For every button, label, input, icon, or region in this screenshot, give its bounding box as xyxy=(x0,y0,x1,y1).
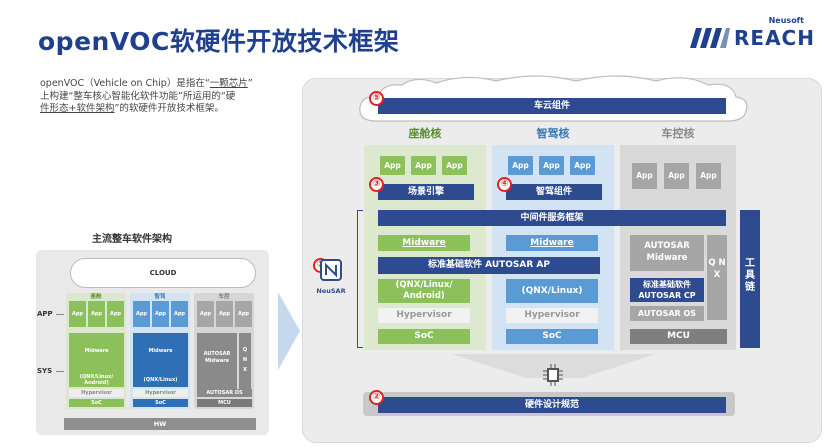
small-row-sys: SYS xyxy=(37,367,53,375)
intro-line1u: 一颗芯片 xyxy=(209,78,248,89)
small-hw: HW xyxy=(64,418,256,430)
small-row-app-tick xyxy=(56,314,64,315)
small-col-ctrl-label: 车控 xyxy=(218,294,230,300)
cockpit-app: App xyxy=(442,156,467,175)
cockpit-app: App xyxy=(411,156,436,175)
small-qnx-linux: (QNX/Linux) xyxy=(133,373,188,387)
ad-app: App xyxy=(539,156,564,175)
ad-label: 智驾核 xyxy=(536,127,570,140)
autosar-ap-bar: 标准基础软件 AUTOSAR AP xyxy=(378,257,600,274)
small-cloud: CLOUD xyxy=(70,258,256,288)
ctrl-mcu: MCU xyxy=(630,329,727,344)
logo-brand: Neusoft xyxy=(768,16,804,25)
ad-app: App xyxy=(570,156,595,175)
ctrl-column: 车控核 App App App AUTOSAR Midware 标准基础软件 A… xyxy=(620,127,736,350)
small-mcu: MCU xyxy=(197,399,252,407)
small-app: App xyxy=(88,301,105,327)
funnel-shape xyxy=(452,354,656,378)
page-title: openVOC软硬件开放技术框架 xyxy=(38,27,400,56)
intro-line2a: 上构建“整车核心智能化软件功能”所运用的“ xyxy=(40,90,226,102)
small-app: App xyxy=(152,301,169,327)
small-cloud-label: CLOUD xyxy=(149,269,177,277)
small-col-cockpit: 座舱 App App App Midware (QNX/Linux/ Andro… xyxy=(66,293,126,409)
ad-column: 智驾核 App App App Midware (QNX/Linux) Hype… xyxy=(492,127,614,350)
small-n: N xyxy=(242,357,248,363)
small-hypervisor: Hypervisor xyxy=(69,389,124,397)
small-col-ad-label: 智驾 xyxy=(154,294,166,300)
cockpit-qnx-android: (QNX/Linux/ Android) xyxy=(378,279,470,303)
small-autosar-os: AUTOSAR OS xyxy=(197,389,252,397)
intro-line1b: ” xyxy=(247,78,253,89)
badge-3: ③ xyxy=(369,177,384,192)
small-app: App xyxy=(216,301,233,327)
small-autosar-midware: AUTOSAR Midware xyxy=(197,333,237,389)
logo-stripes-icon xyxy=(690,28,730,48)
small-app: App xyxy=(133,301,150,327)
small-soc: SoC xyxy=(133,399,188,407)
intro-line2b: 硬 xyxy=(225,90,236,102)
cockpit-soc: SoC xyxy=(378,329,470,344)
small-midware: Midware xyxy=(69,333,124,375)
ad-qnx-linux: (QNX/Linux) xyxy=(506,279,598,303)
ad-midware: Midware xyxy=(506,235,598,251)
small-qnx-android: (QNX/Linux/ Android) xyxy=(69,373,124,387)
ad-components-bar: 智驾组件 xyxy=(506,184,602,200)
bracket-line xyxy=(357,210,363,348)
ctrl-qnx-vertical: Q N X xyxy=(707,235,727,320)
neusoft-reach-logo: Neusoft REACH xyxy=(690,14,814,54)
ad-hypervisor: Hypervisor xyxy=(506,308,598,323)
cockpit-column: 座舱核 App App App Midware (QNX/Linux/ Andr… xyxy=(364,127,486,350)
ctrl-app: App xyxy=(632,163,657,189)
small-diagram-title: 主流整车软件架构 xyxy=(92,234,172,245)
scene-engine-bar: 场景引擎 xyxy=(378,184,474,200)
intro-line3u: 件形态+软件架构 xyxy=(40,103,115,114)
small-col-cockpit-label: 座舱 xyxy=(90,294,102,300)
neusar-logo: NeuSAR xyxy=(312,254,350,296)
small-row-sys-tick xyxy=(56,371,64,372)
intro-line3b: ”的软硬件开放技术框架。 xyxy=(114,103,224,114)
ad-soc: SoC xyxy=(506,329,598,344)
logo-name: REACH xyxy=(734,26,815,50)
cockpit-label: 座舱核 xyxy=(408,127,442,140)
ctrl-app: App xyxy=(696,163,721,189)
neusar-label: NeuSAR xyxy=(316,287,346,295)
small-col-ad: 智驾 App App App Midware (QNX/Linux) Hyper… xyxy=(130,293,190,409)
badge-5: ⑤ xyxy=(369,91,384,106)
cloud-components-bar: 车云组件 xyxy=(378,98,726,114)
cockpit-app: App xyxy=(380,156,405,175)
ctrl-autosar-cp: 标准基础软件 AUTOSAR CP xyxy=(630,278,704,302)
ad-app: App xyxy=(508,156,533,175)
hw-design-bar: 硬件设计规范 xyxy=(378,397,726,413)
cockpit-midware: Midware xyxy=(378,235,470,251)
small-app: App xyxy=(69,301,86,327)
ctrl-autosar-os: AUTOSAR OS xyxy=(630,306,704,321)
badge-2: ② xyxy=(369,390,384,405)
small-hypervisor: Hypervisor xyxy=(133,389,188,397)
small-soc: SoC xyxy=(69,399,124,407)
neusar-icon xyxy=(320,259,342,281)
intro-text: openVOC（Vehicle on Chip）是指在“一颗芯片” 上构建“整车… xyxy=(40,78,280,116)
cockpit-hypervisor: Hypervisor xyxy=(378,308,470,323)
small-row-app: APP xyxy=(37,310,53,318)
chip-icon xyxy=(543,364,563,386)
ctrl-autosar-midware: AUTOSAR Midware xyxy=(630,235,704,271)
right-arrow-icon xyxy=(278,292,300,370)
toolchain-bar: 工 具 链 xyxy=(740,210,760,348)
middleware-framework-bar: 中间件服务框架 xyxy=(378,210,726,226)
small-x: X xyxy=(243,367,247,373)
small-midware: Midware xyxy=(133,333,188,375)
small-app: App xyxy=(197,301,214,327)
small-app: App xyxy=(235,301,252,327)
small-q: Q xyxy=(242,347,248,353)
ctrl-app: App xyxy=(664,163,689,189)
ctrl-label: 车控核 xyxy=(661,127,695,140)
badge-4: ④ xyxy=(497,177,512,192)
small-app: App xyxy=(171,301,188,327)
intro-line1a: openVOC（Vehicle on Chip）是指在“ xyxy=(40,78,210,89)
small-app: App xyxy=(107,301,124,327)
